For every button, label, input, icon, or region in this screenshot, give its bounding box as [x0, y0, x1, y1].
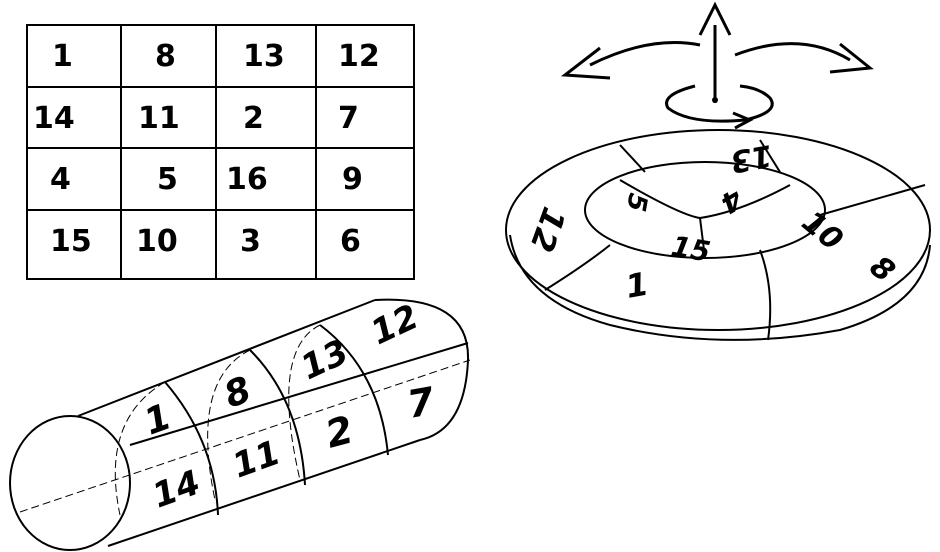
- right-arrow-head-icon: [830, 44, 870, 72]
- grid-cell: 3: [240, 224, 261, 259]
- torus-segment-divider: [760, 250, 770, 340]
- left-arrow-head-icon: [565, 48, 610, 78]
- grid-cell: 7: [338, 101, 359, 136]
- torus-label: 5: [620, 191, 653, 214]
- cylinder-label: 7: [404, 379, 438, 427]
- cylinder-label: 14: [147, 463, 205, 517]
- torus-label: 1: [623, 265, 652, 306]
- rotation-arrows: [565, 5, 870, 128]
- spin-arrow: [667, 86, 773, 121]
- torus-segment-divider: [820, 185, 925, 215]
- torus-outer-rim: [506, 130, 930, 330]
- axis-dot: [712, 97, 718, 103]
- grid-cell: 2: [243, 101, 264, 136]
- torus-underside: [510, 235, 930, 340]
- cylinder-label: 12: [365, 297, 425, 353]
- grid-cell: 4: [50, 162, 71, 197]
- grid-cell: 1: [52, 39, 73, 74]
- cylinder-label: 2: [321, 407, 358, 456]
- grid-cell: 5: [157, 162, 178, 197]
- left-curved-arrow: [590, 43, 700, 66]
- grid-cell: 6: [340, 224, 361, 259]
- torus-label: 10: [795, 204, 849, 258]
- grid-cell: 15: [50, 224, 92, 259]
- cylinder-label: 1: [139, 396, 177, 443]
- torus-label: 13: [727, 137, 774, 179]
- grid-cell: 11: [138, 101, 180, 136]
- cylinder-label: 11: [227, 433, 285, 487]
- grid-cell: 9: [342, 162, 363, 197]
- number-grid: 1 8 13 12 14 11 2 7 4 5 16 9 15 10 3 6: [27, 25, 414, 279]
- torus-label: 15: [669, 229, 713, 268]
- grid-cell: 16: [226, 162, 268, 197]
- cylinder-end-cap: [10, 416, 130, 550]
- cylinder: 1 8 13 12 14 11 2 7: [10, 297, 470, 550]
- grid-cell: 14: [33, 101, 75, 136]
- right-curved-arrow: [735, 44, 850, 60]
- torus-label: 12: [522, 202, 573, 257]
- torus-segment-divider: [620, 145, 645, 172]
- cylinder-label: 8: [219, 369, 257, 416]
- grid-cell: 10: [136, 224, 178, 259]
- torus: 12 13 10 8 1 5 4 15: [506, 130, 930, 340]
- grid-cell: 8: [155, 39, 176, 74]
- grid-cell: 12: [338, 39, 380, 74]
- grid-cell: 13: [243, 39, 285, 74]
